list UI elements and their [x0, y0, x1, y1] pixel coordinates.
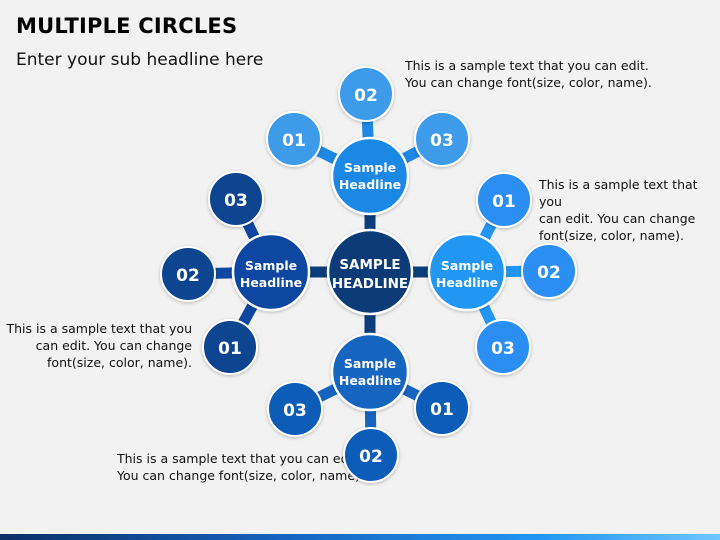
note-top-line-1: This is a sample text that you can edit.	[405, 58, 649, 73]
satellite-number: 02	[176, 266, 200, 286]
center-label-line-2: HEADLINE	[332, 276, 408, 292]
hub-circle	[231, 232, 311, 312]
satellite-left-03: 03	[208, 171, 264, 227]
satellite-number: 03	[224, 191, 248, 211]
note-right-line-3: font(size, color, name).	[539, 228, 684, 243]
satellite-number: 01	[218, 339, 242, 359]
satellite-left-02: 02	[160, 246, 216, 302]
note-left: This is a sample text that you can edit.…	[7, 320, 193, 371]
satellite-right-02: 02	[521, 243, 577, 299]
note-left-line-2: can edit. You can change	[35, 338, 192, 353]
note-top-line-2: You can change font(size, color, name).	[405, 75, 652, 90]
satellite-circle	[267, 381, 323, 437]
note-right-line-2: can edit. You can change	[539, 211, 696, 226]
hub-right: Sample Headline	[427, 232, 507, 312]
satellite-circle	[475, 319, 531, 375]
hub-circle	[330, 136, 410, 216]
satellite-number: 03	[491, 339, 515, 359]
satellite-top-03: 03	[414, 111, 470, 167]
satellite-top-02: 02	[338, 66, 394, 122]
satellite-number: 01	[430, 400, 454, 420]
satellite-number: 02	[537, 263, 561, 283]
satellite-circle	[160, 246, 216, 302]
page-title: MULTIPLE CIRCLES	[16, 14, 238, 38]
satellite-circle	[476, 172, 532, 228]
satellite-bottom-01: 01	[414, 380, 470, 436]
satellite-number: 01	[492, 192, 516, 212]
hub-top: Sample Headline	[330, 136, 410, 216]
satellite-bottom-02: 02	[343, 427, 399, 483]
note-bottom-line-2: You can change font(size, color, name).	[117, 468, 364, 483]
hub-label-line-1: Sample	[441, 258, 493, 273]
hub-circle	[427, 232, 507, 312]
satellite-circle	[202, 319, 258, 375]
hub-label-line-2: Headline	[339, 373, 401, 388]
note-bottom: This is a sample text that you can edit.…	[117, 450, 364, 484]
bottom-accent-bar	[0, 534, 720, 540]
hub-label-line-1: Sample	[245, 258, 297, 273]
note-left-line-1: This is a sample text that you	[6, 321, 193, 336]
note-right-line-1: This is a sample text that you	[539, 177, 698, 209]
satellite-circle	[414, 380, 470, 436]
satellite-right-03: 03	[475, 319, 531, 375]
hub-label-line-2: Headline	[436, 275, 498, 290]
satellite-bottom-03: 03	[267, 381, 323, 437]
note-bottom-line-1: This is a sample text that you can edit.	[117, 451, 361, 466]
center-circle	[326, 228, 414, 316]
hub-circle	[330, 332, 410, 412]
hub-left: Sample Headline	[231, 232, 311, 312]
satellite-left-01: 01	[202, 319, 258, 375]
note-left-line-3: font(size, color, name).	[47, 355, 192, 370]
satellite-circle	[266, 111, 322, 167]
center-label-line-1: SAMPLE	[339, 257, 400, 273]
hub-label-line-1: Sample	[344, 356, 396, 371]
satellite-number: 03	[283, 401, 307, 421]
satellite-number: 02	[354, 86, 378, 106]
satellite-right-01: 01	[476, 172, 532, 228]
hub-label-line-2: Headline	[240, 275, 302, 290]
note-top: This is a sample text that you can edit.…	[405, 57, 652, 91]
satellite-number: 01	[282, 131, 306, 151]
satellite-circle	[414, 111, 470, 167]
satellite-circle	[343, 427, 399, 483]
satellite-circle	[208, 171, 264, 227]
hub-label-line-1: Sample	[344, 160, 396, 175]
satellite-circle	[521, 243, 577, 299]
center-node: SAMPLE HEADLINE	[326, 228, 414, 316]
hub-label-line-2: Headline	[339, 177, 401, 192]
note-right: This is a sample text that you can edit.…	[539, 176, 720, 244]
satellite-number: 03	[430, 131, 454, 151]
page-subtitle: Enter your sub headline here	[16, 50, 264, 70]
satellite-number: 02	[359, 447, 383, 467]
satellite-top-01: 01	[266, 111, 322, 167]
hub-bottom: Sample Headline	[330, 332, 410, 412]
satellite-circle	[338, 66, 394, 122]
